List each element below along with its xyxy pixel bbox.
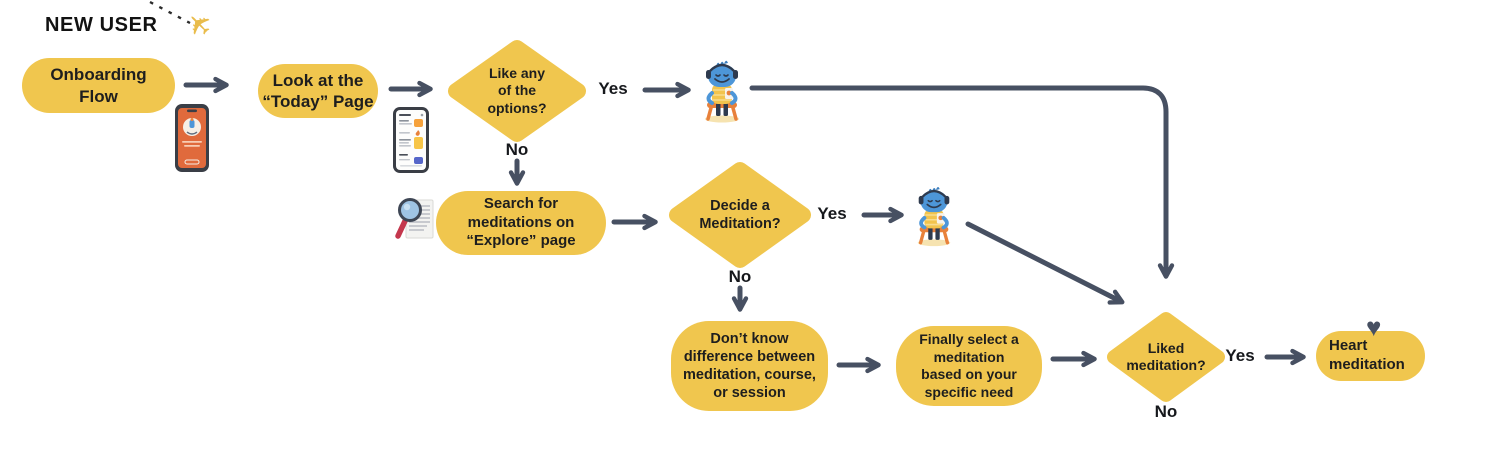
node-liked-meditation: Liked meditation? xyxy=(1106,311,1226,403)
node-dont-know-difference: Don’t know difference between meditation… xyxy=(671,321,828,411)
phone-onboarding-icon xyxy=(175,104,209,172)
node-like-any-options: Like any of the options? xyxy=(447,39,587,143)
connector-character1-to-liked xyxy=(749,85,1175,279)
page-title: NEW USER xyxy=(45,14,158,36)
branch-label-yes-2: Yes xyxy=(817,204,847,223)
branch-label-yes-3: Yes xyxy=(1225,346,1255,365)
diamond-shape xyxy=(1107,312,1225,402)
diamond-label: Liked meditation? xyxy=(1126,339,1206,374)
diamond-shape xyxy=(448,40,586,142)
node-finally-select: Finally select a meditation based on you… xyxy=(896,326,1042,406)
diamond-label: Like any of the options? xyxy=(487,64,547,116)
phone-today-page-icon xyxy=(393,107,429,173)
node-heart-meditation: Heart meditation xyxy=(1316,331,1425,381)
connector-character2-to-liked xyxy=(965,221,1125,305)
node-look-today-page: Look at the “Today” Page xyxy=(258,64,378,118)
branch-label-no-3: No xyxy=(1154,402,1178,421)
diamond-label: Decide a Meditation? xyxy=(699,197,781,232)
diamond-shape xyxy=(669,162,811,268)
branch-label-no-2: No xyxy=(728,267,752,286)
branch-label-no-1: No xyxy=(505,140,529,159)
search-document-icon xyxy=(395,198,434,239)
meditating-character-icon xyxy=(917,187,951,247)
plane-trail-dashed-line xyxy=(149,0,191,25)
node-search-explore: Search for meditations on “Explore” page xyxy=(436,191,606,255)
node-decide-meditation: Decide a Meditation? xyxy=(668,161,812,269)
branch-label-yes-1: Yes xyxy=(598,79,628,98)
meditating-character-icon xyxy=(705,60,739,123)
node-onboarding-flow: Onboarding Flow xyxy=(22,58,175,113)
heart-icon: ♥ xyxy=(1366,312,1382,342)
